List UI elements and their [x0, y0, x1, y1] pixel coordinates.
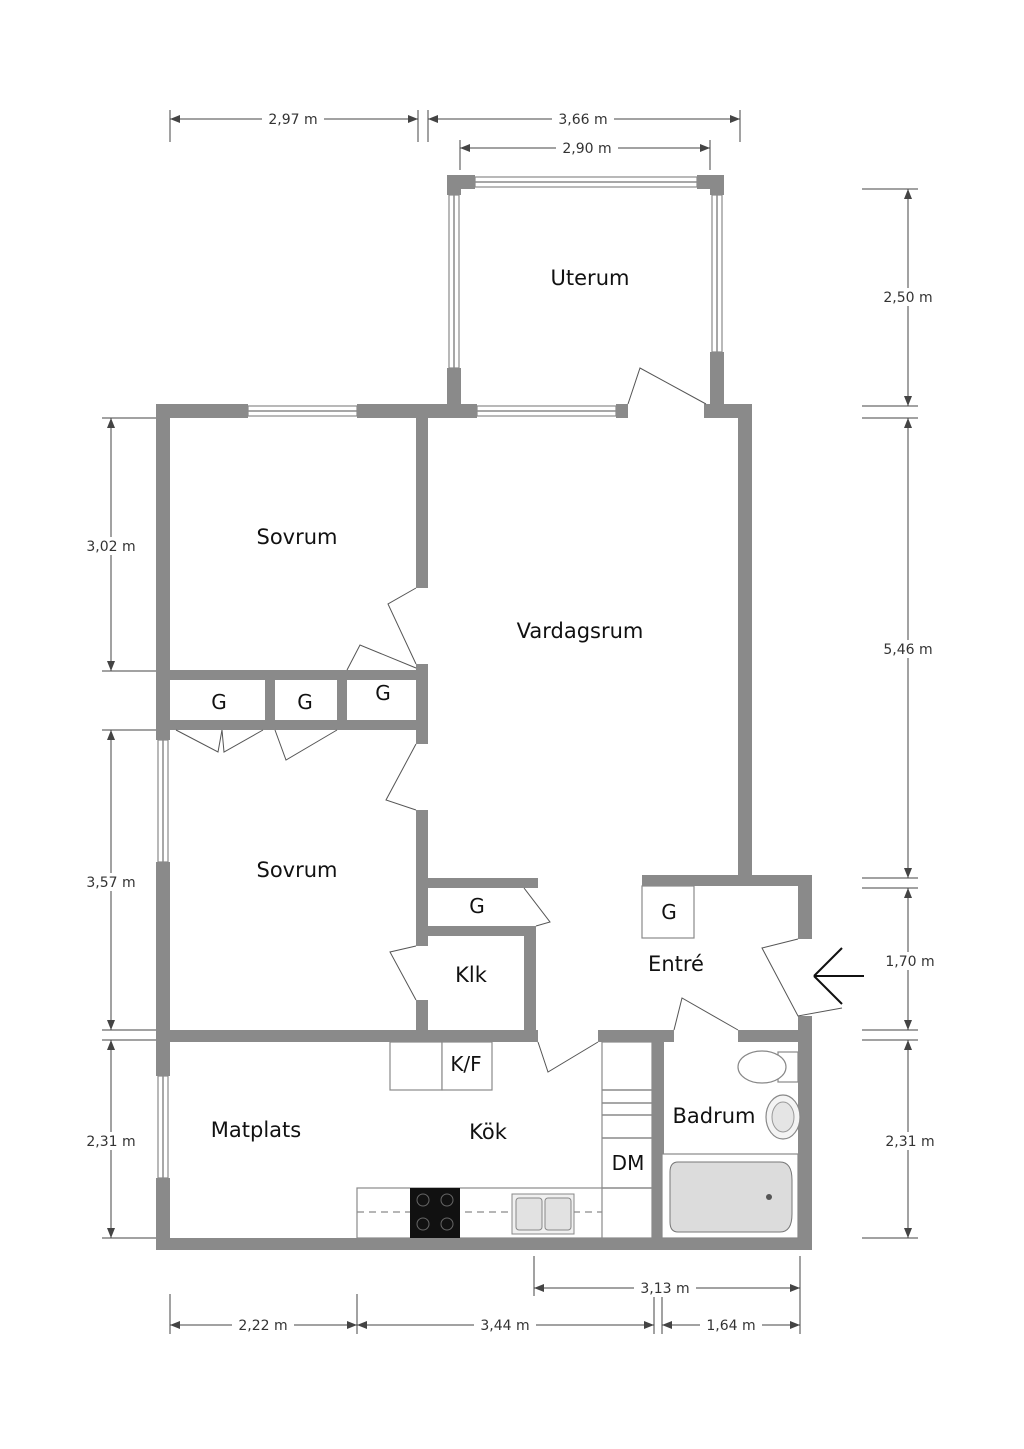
dim-bottom-right-total: 3,13 m: [640, 1281, 689, 1297]
dimension-labels: 2,97 m 3,66 m 2,90 m 2,50 m 5,46 m 1,70 …: [80, 110, 940, 1334]
washbasin-icon: [765, 1094, 801, 1140]
dim-bottom-3: 1,64 m: [706, 1318, 755, 1334]
stove-icon: [410, 1188, 460, 1238]
dim-right-uterum: 2,50 m: [883, 290, 932, 306]
dim-bottom-2: 3,44 m: [480, 1318, 529, 1334]
closet-label-g5: G: [661, 900, 677, 924]
windows: [157, 176, 723, 1179]
room-label-matplats: Matplats: [211, 1118, 301, 1142]
closet-label-g3: G: [375, 681, 391, 705]
entre-closet: [641, 885, 695, 939]
bathtub-icon: [661, 1153, 799, 1239]
room-label-klk: Klk: [455, 963, 488, 987]
walls: [156, 175, 812, 1250]
dim-right-entre: 1,70 m: [885, 954, 934, 970]
dim-bottom-1: 2,22 m: [238, 1318, 287, 1334]
kitchen-fixtures: [356, 1041, 653, 1239]
room-label-badrum: Badrum: [672, 1104, 755, 1128]
dim-right-main: 5,46 m: [883, 642, 932, 658]
dim-top-left: 2,97 m: [268, 112, 317, 128]
closet-label-g1: G: [211, 690, 227, 714]
appliance-label-kf: K/F: [450, 1052, 481, 1076]
bathroom-fixtures: [661, 1050, 801, 1239]
room-label-sovrum-bottom: Sovrum: [256, 858, 337, 882]
closet-label-g4: G: [469, 894, 485, 918]
toilet-icon: [737, 1050, 799, 1084]
appliance-label-dm: DM: [612, 1151, 645, 1175]
room-labels: Uterum Sovrum Vardagsrum Sovrum Entré Kl…: [211, 266, 756, 1175]
kitchen-sink-icon: [511, 1193, 575, 1235]
dim-left-mid: 3,57 m: [86, 875, 135, 891]
dim-left-top: 3,02 m: [86, 539, 135, 555]
room-label-entre: Entré: [648, 952, 704, 976]
dim-top-right: 3,66 m: [558, 112, 607, 128]
closet-label-g2: G: [297, 690, 313, 714]
room-label-sovrum-top: Sovrum: [256, 525, 337, 549]
dim-left-bottom: 2,31 m: [86, 1134, 135, 1150]
dim-right-bottom: 2,31 m: [885, 1134, 934, 1150]
dim-top-uterum: 2,90 m: [562, 141, 611, 157]
entrance-arrow-icon: [813, 947, 864, 1005]
room-label-uterum: Uterum: [551, 266, 630, 290]
room-label-kok: Kök: [469, 1120, 508, 1144]
room-label-vardagsrum: Vardagsrum: [517, 619, 644, 643]
doors: [175, 367, 843, 1073]
